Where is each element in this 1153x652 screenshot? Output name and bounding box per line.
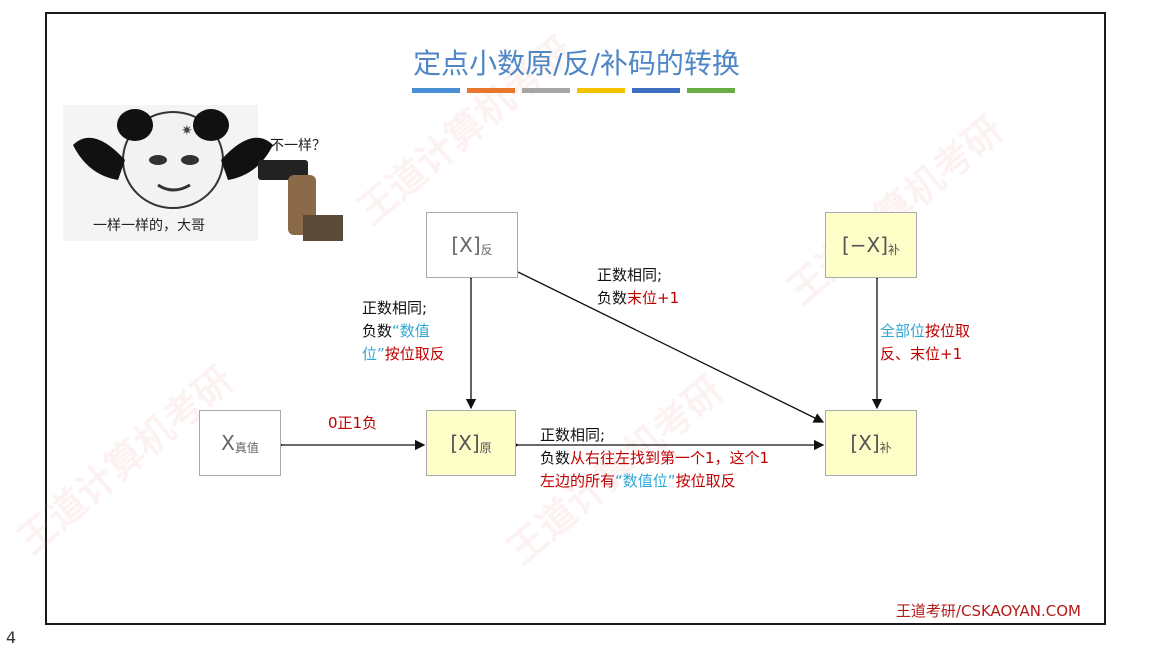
color-bar-segment (687, 88, 735, 93)
color-bar-segment (522, 88, 570, 93)
box-main: [−X] (841, 233, 889, 257)
ones-complement-box: [X]反 (426, 212, 518, 278)
arrow-ones-twos (517, 271, 825, 423)
note-text: 按位取反 (384, 345, 445, 363)
original-code-box: [X]原 (426, 410, 516, 476)
box-sub: 真值 (234, 440, 259, 455)
note-original-to-twos: 正数相同; 负数从右往左找到第一个1，这个1 左边的所有“数值位”按位取反 (540, 424, 769, 493)
note-text: 负数 (597, 289, 628, 307)
svg-text:✷: ✷ (181, 123, 193, 139)
note-twos-to-neg-twos: 全部位按位取 反、末位+1 (880, 320, 970, 366)
twos-complement-box: [X]补 (825, 410, 917, 476)
note-ones-to-twos: 正数相同; 负数末位+1 (597, 264, 679, 310)
box-sub: 补 (888, 242, 901, 257)
note-text: 负数 (362, 322, 393, 340)
note-text: 位” (362, 345, 385, 363)
note-line: 全部位按位取 (880, 320, 970, 343)
box-main: [X] (850, 431, 880, 455)
note-text: 从右往左找到第一个1，这个1 (570, 449, 770, 467)
note-line: 左边的所有“数值位”按位取反 (540, 470, 769, 493)
color-bar-segment (412, 88, 460, 93)
box-sub: 补 (879, 440, 892, 455)
note-text: 左边的所有 (540, 472, 616, 490)
note-line: 负数末位+1 (597, 287, 679, 310)
neg-twos-complement-box: [−X]补 (825, 212, 917, 278)
note-text: “数值 (392, 322, 430, 340)
color-bar-segment (577, 88, 625, 93)
color-bar-segment (632, 88, 680, 93)
note-line: 负数从右往左找到第一个1，这个1 (540, 447, 769, 470)
box-sub: 反 (480, 242, 493, 257)
note-text: 末位+1 (627, 289, 680, 307)
page-number: 4 (6, 628, 17, 647)
slide-title: 定点小数原/反/补码的转换 (413, 47, 740, 80)
note-original-to-ones: 正数相同; 负数“数值 位”按位取反 (362, 297, 445, 366)
note-line: 反、末位+1 (880, 345, 963, 363)
note-text: 按位取 (925, 322, 971, 340)
note-text: 按位取反 (675, 472, 736, 490)
note-line: 正数相同; (540, 426, 606, 444)
footer-brand: 王道考研/CSKAOYAN.COM (895, 602, 1081, 620)
note-text: 全部位 (880, 322, 926, 340)
box-main: X (221, 431, 235, 455)
note-true-to-original: 0正1负 (328, 414, 378, 432)
meme-caption-right: 不一样？ (270, 138, 326, 154)
note-line: 位”按位取反 (362, 343, 445, 366)
note-text: 负数 (540, 449, 571, 467)
box-main: [X] (451, 233, 481, 257)
color-bar-segment (467, 88, 515, 93)
box-main: [X] (450, 431, 480, 455)
note-line: 正数相同; (597, 266, 663, 284)
note-line: 正数相同; (362, 299, 428, 317)
note-text: “数值位” (615, 472, 676, 490)
box-sub: 原 (479, 440, 492, 455)
meme-caption-left: 一样一样的，大哥 (93, 218, 205, 234)
panda-meme-image: ✷ 一样一样的，大哥 不一样？ (63, 105, 343, 241)
note-line: 负数“数值 (362, 320, 445, 343)
